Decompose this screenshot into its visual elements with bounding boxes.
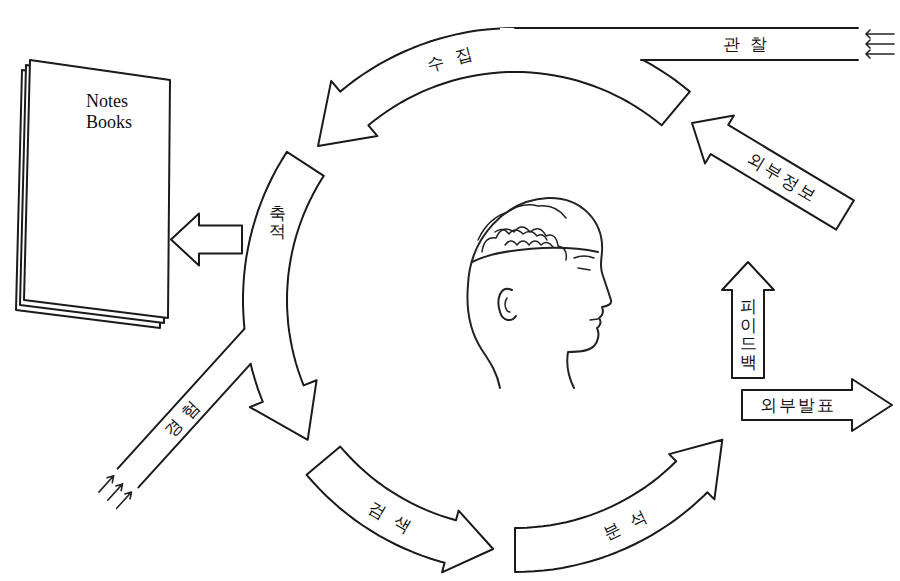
brain-fold [478, 205, 566, 240]
shape-outline [307, 447, 494, 573]
eyebrow [574, 256, 594, 258]
ear-inner [505, 298, 510, 312]
flow-arrow: 축적 [242, 150, 325, 441]
band-fill [500, 28, 860, 72]
node-outline [499, 27, 861, 73]
flow-arrow: 분석 [514, 438, 724, 573]
node-outline [242, 150, 325, 441]
arrow-label: 축적 [269, 204, 286, 241]
input-band: 경험 [116, 320, 259, 489]
arrow-label: 관찰 [713, 34, 777, 54]
flow-arrow: 검색 [305, 445, 495, 574]
input-arrow: 외부정보 [691, 114, 855, 231]
mouth [590, 319, 598, 320]
input-band: 관찰 [499, 27, 861, 73]
book-label: Notes Books [86, 91, 150, 132]
node-outline [305, 445, 495, 574]
shape-outline [692, 116, 854, 230]
brain-fold [505, 241, 553, 247]
band-fill [118, 321, 258, 487]
brain-fold [495, 229, 547, 240]
band-edge [641, 59, 858, 61]
arrow-label: 피이드백 [740, 297, 757, 372]
band-edge [118, 329, 245, 469]
ear [499, 289, 517, 320]
input-arrows [99, 476, 132, 509]
shape-outline [24, 60, 170, 318]
eye [578, 268, 590, 270]
band-edge [515, 27, 858, 29]
brain-line [472, 248, 598, 262]
output-arrow: 외부발표 [741, 378, 893, 432]
arrow-label: 외부발표 [758, 395, 836, 415]
branch-arrow [171, 214, 242, 266]
feedback-arrow: 피이드백 [721, 261, 775, 379]
shape-outline [515, 440, 722, 572]
notes-book: Notes Books [15, 59, 171, 329]
node-outline [514, 438, 724, 573]
shape-outline [243, 152, 324, 440]
input-arrows [866, 30, 894, 58]
band-edge [138, 364, 250, 488]
shape-outline [742, 379, 892, 431]
shape-outline [722, 262, 774, 378]
brain-fold [482, 227, 566, 260]
head-outline [468, 198, 612, 388]
